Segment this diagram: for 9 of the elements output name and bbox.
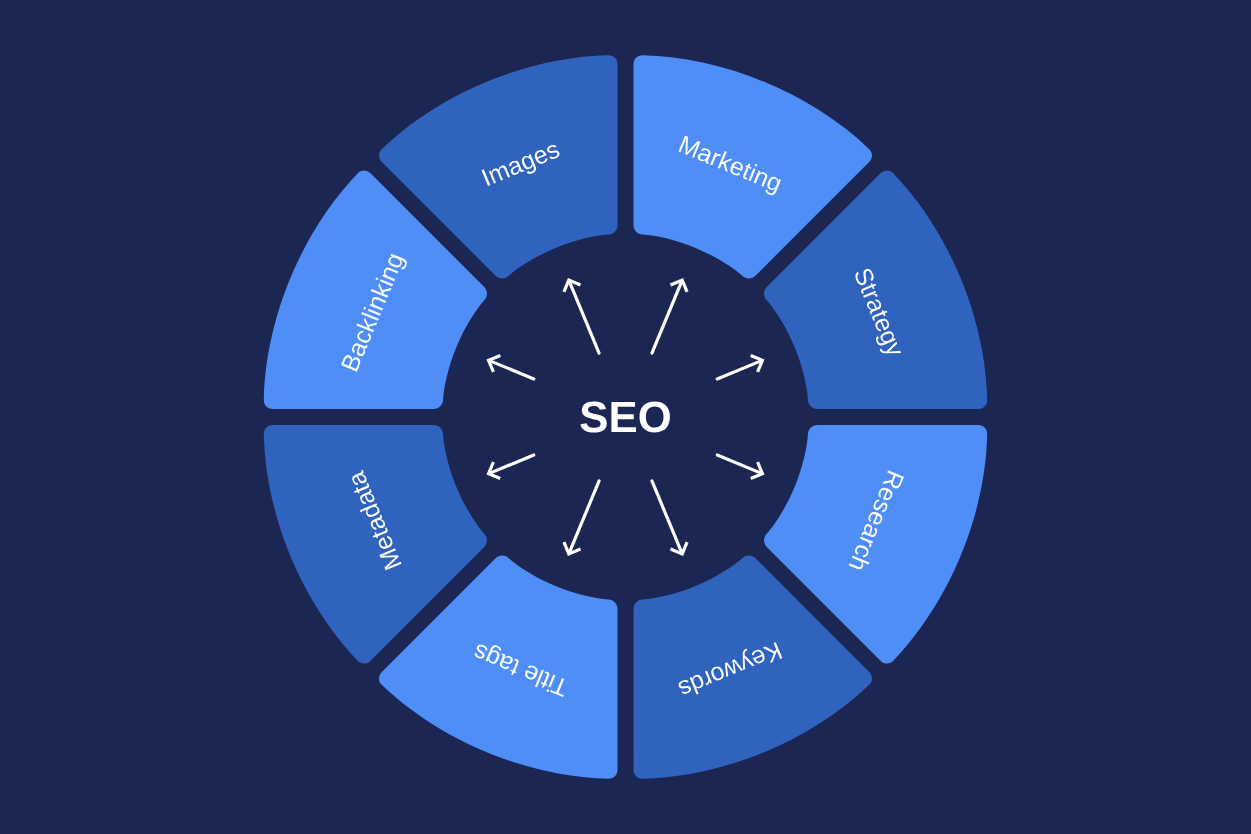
arrow	[650, 479, 689, 556]
arrow	[562, 479, 601, 556]
center-label: SEO	[580, 401, 670, 433]
arrow	[715, 353, 765, 381]
arrow	[562, 277, 601, 355]
arrow	[486, 353, 536, 381]
arrow	[650, 277, 689, 355]
arrow	[715, 453, 765, 481]
arrow	[486, 453, 536, 481]
